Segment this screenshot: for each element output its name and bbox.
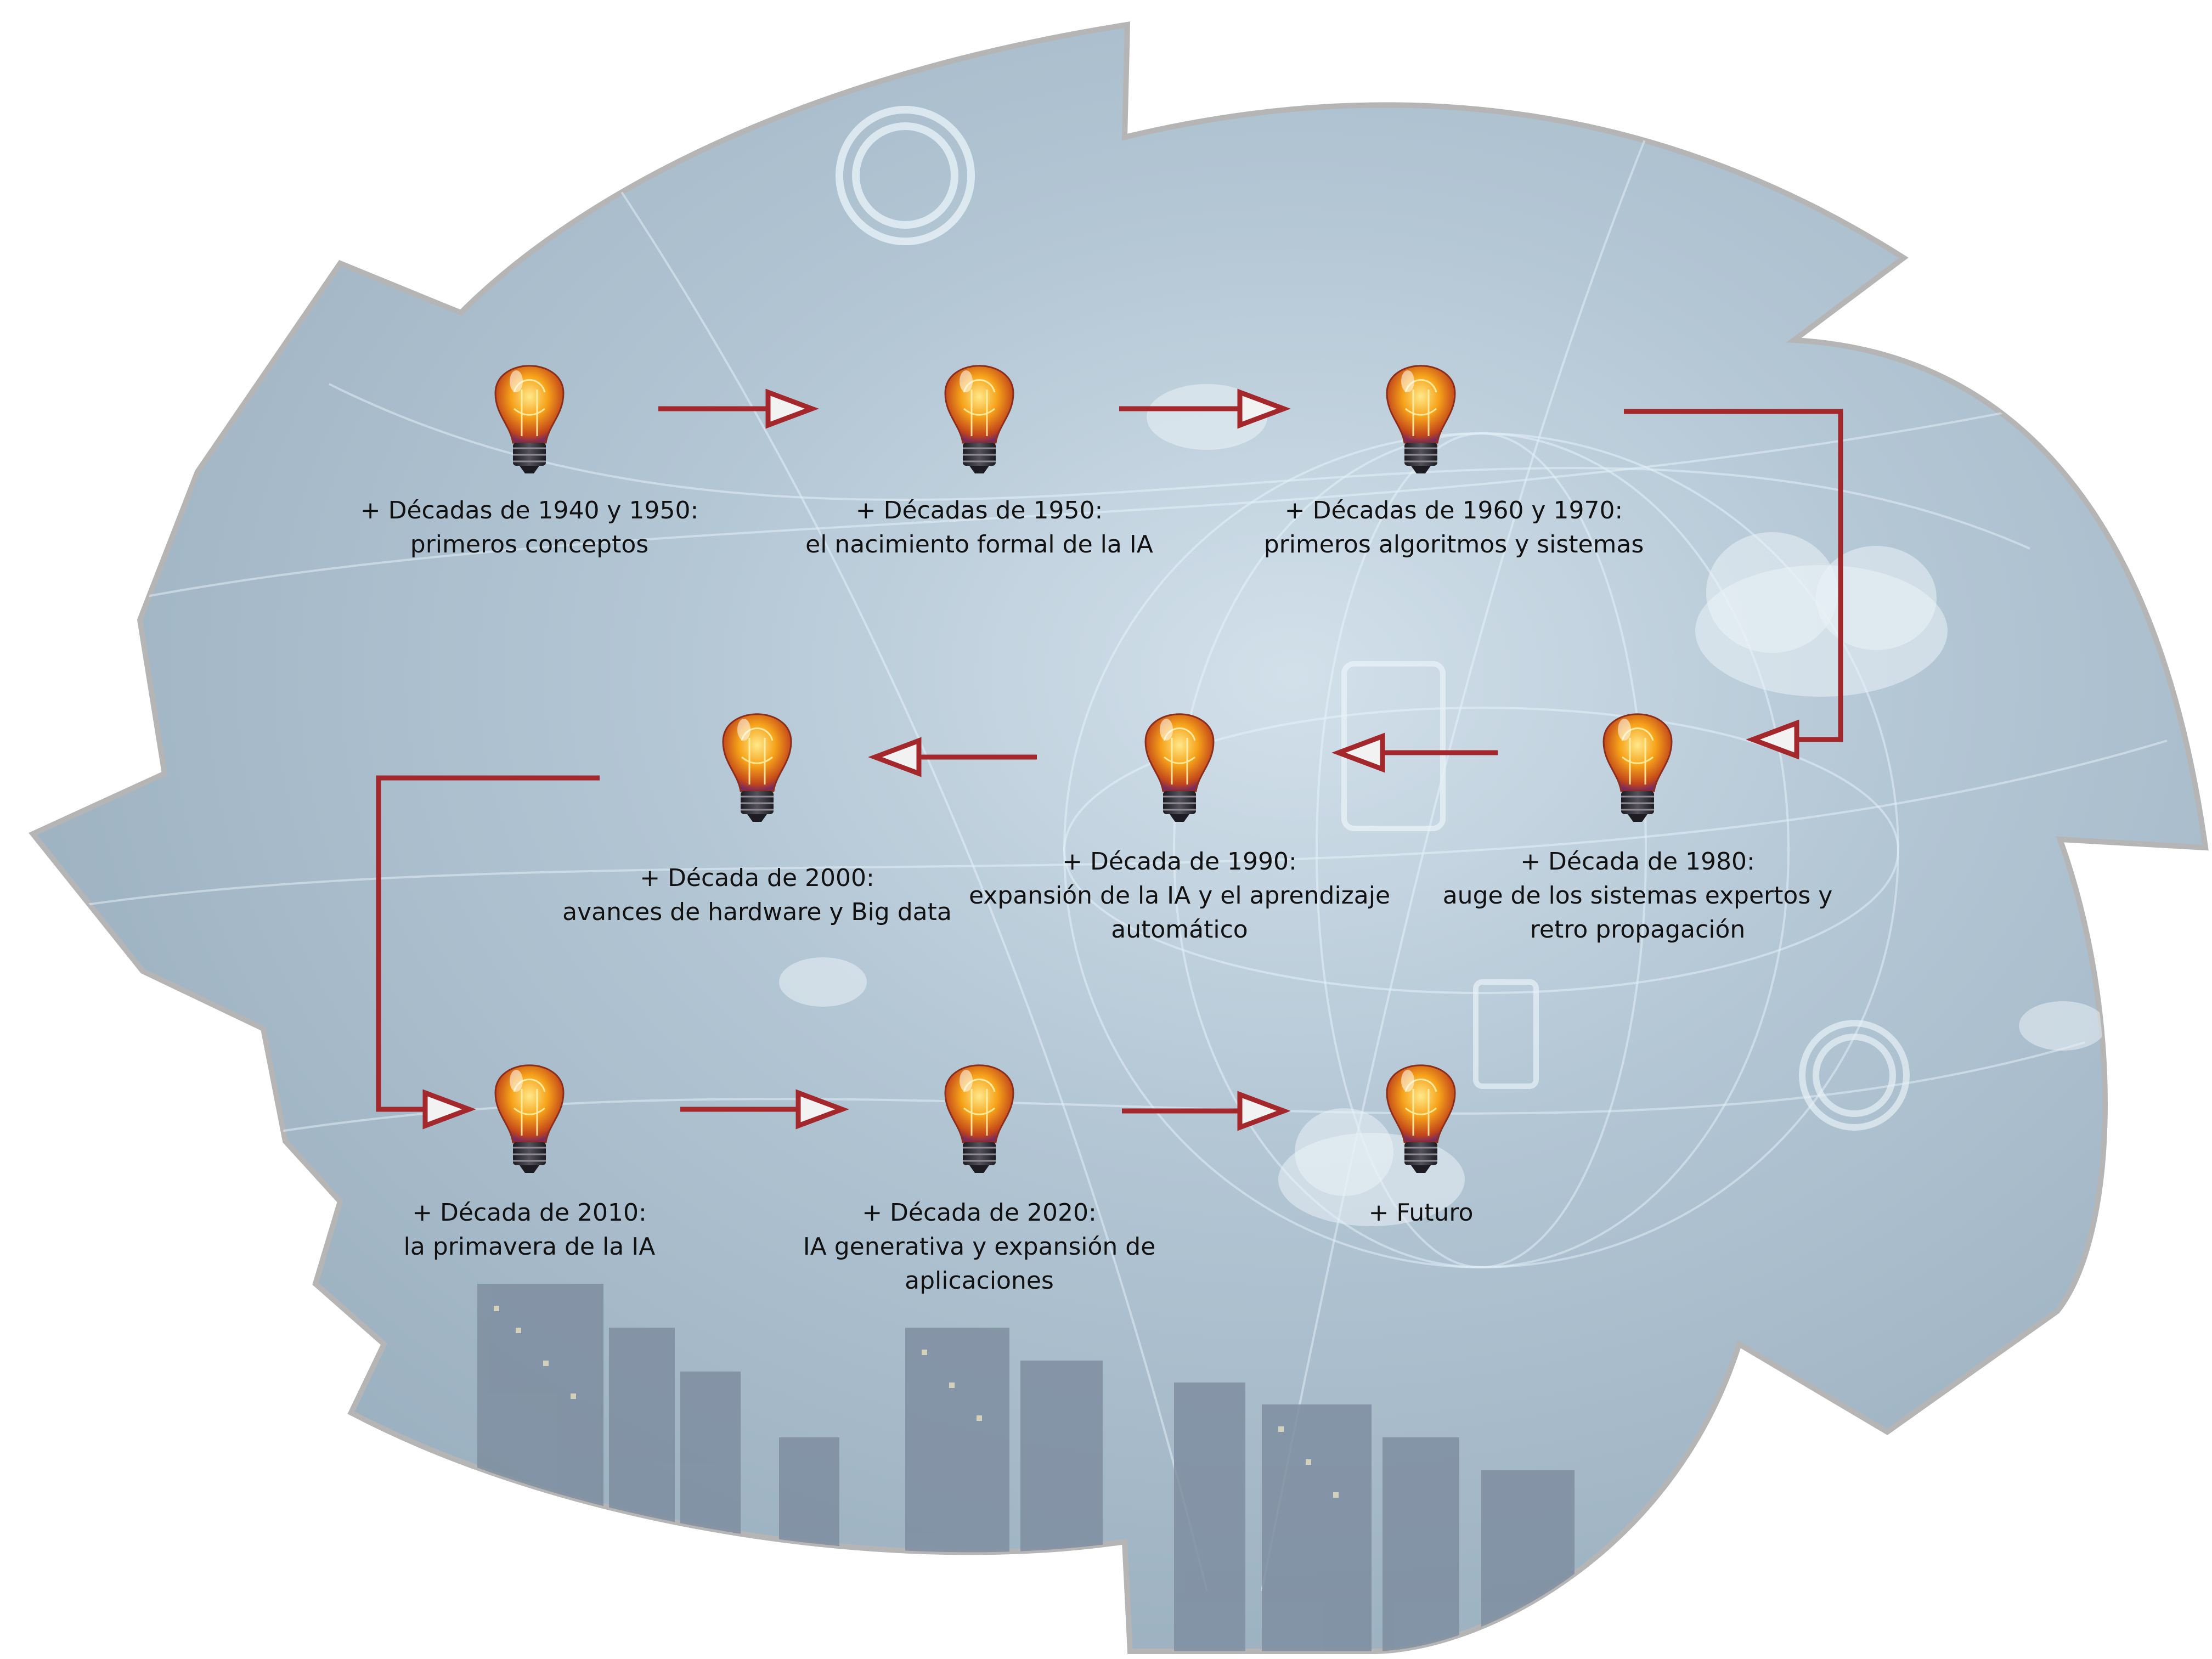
- milestone-title: + Década de 2010:: [412, 1199, 647, 1227]
- milestone-desc-cont: aplicaciones: [905, 1267, 1054, 1295]
- milestone-desc: expansión de la IA y el aprendizaje: [968, 882, 1391, 910]
- arrow-8-to-9: [1122, 1091, 1291, 1131]
- city-lights: [494, 1306, 1339, 1498]
- arrow-6-to-7: [376, 775, 600, 1130]
- lightbulb-icon: [494, 365, 565, 473]
- milestone-label-1980s: + Década de 1980: auge de los sistemas e…: [1391, 845, 1884, 947]
- tablet-icon: [1341, 661, 1539, 1089]
- milestone-title: + Década de 1990:: [1062, 848, 1297, 876]
- lightbulb-icon: [1602, 713, 1673, 822]
- arrow-1-to-2: [658, 388, 819, 429]
- arrow-7-to-8: [680, 1089, 849, 1130]
- arrow-4-to-5: [1331, 732, 1498, 773]
- network-globe: [82, 137, 2168, 1592]
- milestone-title: + Décadas de 1940 y 1950:: [360, 496, 699, 524]
- milestone-title: + Década de 2000:: [640, 864, 874, 892]
- lightbulb-icon: [1386, 1064, 1456, 1173]
- arrow-5-to-6: [868, 737, 1037, 777]
- lightbulb-icon: [944, 365, 1014, 473]
- bitcoin-icon: [836, 106, 975, 245]
- milestone-desc: auge de los sistemas expertos y: [1442, 882, 1833, 910]
- milestone-label-future: + Futuro: [1174, 1196, 1668, 1230]
- bulbs-layer: [494, 365, 1673, 1173]
- cloud-background: [29, 21, 2209, 1654]
- milestone-desc: primeros conceptos: [410, 531, 649, 558]
- milestone-desc-cont: automático: [1111, 916, 1248, 944]
- lightbulb-icon: [1386, 365, 1456, 473]
- milestone-title: + Década de 2020:: [862, 1199, 1097, 1227]
- arrow-2-to-3: [1119, 388, 1291, 429]
- milestone-desc: la primavera de la IA: [403, 1233, 656, 1261]
- lightbulb-icon: [722, 713, 792, 822]
- lightbulb-icon: [1144, 713, 1215, 822]
- milestone-label-2000s: + Década de 2000: avances de hardware y …: [510, 861, 1004, 929]
- milestone-title: + Década de 1980:: [1520, 848, 1755, 876]
- milestone-title: + Décadas de 1950:: [855, 496, 1103, 524]
- milestone-desc: primeros algoritmos y sistemas: [1263, 531, 1644, 558]
- cloud-icon: [779, 384, 2107, 1226]
- arrow-3-to-4: [1624, 409, 1843, 760]
- milestone-label-2010s: + Década de 2010: la primavera de la IA: [283, 1196, 776, 1264]
- milestone-desc: el nacimiento formal de la IA: [805, 531, 1153, 558]
- milestone-title: + Décadas de 1960 y 1970:: [1284, 496, 1623, 524]
- milestone-label-1960s: + Décadas de 1960 y 1970: primeros algor…: [1207, 494, 1701, 562]
- milestone-desc: IA generativa y expansión de: [803, 1233, 1156, 1261]
- milestone-label-1950s: + Décadas de 1950: el nacimiento formal …: [732, 494, 1226, 562]
- bitcoin-icon: [1799, 1020, 1910, 1131]
- milestone-desc: avances de hardware y Big data: [562, 898, 952, 926]
- milestone-desc-cont: retro propagación: [1530, 916, 1746, 944]
- lightbulb-icon: [494, 1064, 565, 1173]
- milestone-label-2020s: + Década de 2020: IA generativa y expans…: [732, 1196, 1226, 1298]
- milestone-label-1990s: + Década de 1990: expansión de la IA y e…: [933, 845, 1426, 947]
- arrows-layer: [376, 388, 1843, 1131]
- lightbulb-icon: [944, 1064, 1014, 1173]
- milestone-label-1940s: + Décadas de 1940 y 1950: primeros conce…: [283, 494, 776, 562]
- milestone-title: + Futuro: [1368, 1199, 1474, 1227]
